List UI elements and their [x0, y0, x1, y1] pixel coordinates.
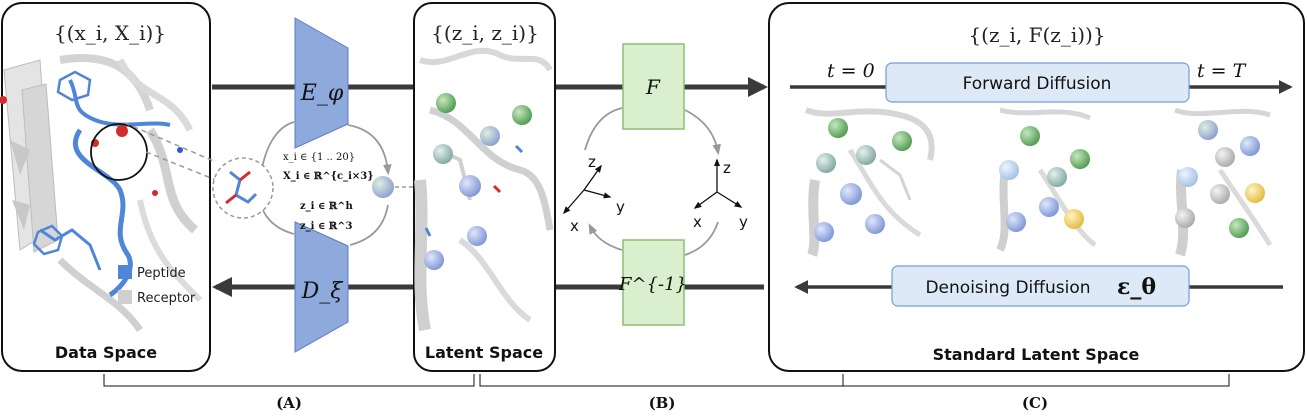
axis-right-y: y	[739, 213, 748, 231]
forward-diffusion-box	[885, 62, 1190, 103]
bracket-label-a: (A)	[276, 394, 302, 412]
cycle-line-4: z_i ∈ ℝ^3	[300, 221, 353, 232]
flow-inverse-label: F^{-1}	[618, 274, 687, 295]
cycle-line-3: z_i ∈ ℝ^h	[300, 201, 354, 212]
latent-bead-6	[467, 226, 487, 246]
data-space-panel	[0, 2, 217, 372]
diffusion-snapshot-2	[996, 107, 1097, 252]
cycle-b-arrows	[584, 107, 721, 256]
latent-bead	[372, 176, 394, 198]
encoder-trapezoid	[294, 17, 349, 149]
epsilon-theta-label: ε_θ	[1117, 274, 1156, 300]
latent-space-title: Latent Space	[425, 343, 543, 362]
legend-swatch-peptide	[118, 265, 132, 279]
forward-diffusion-label: Forward Diffusion	[963, 74, 1112, 94]
standard-latent-set-label: {(z_i, F(z_i))}	[968, 23, 1105, 47]
diffusion-snapshot-1	[804, 107, 935, 257]
denoising-diffusion-box	[891, 265, 1190, 307]
encoder-label: E_φ	[300, 81, 344, 106]
cycle-line-1: x_i ∈ {1 .. 20}	[283, 152, 355, 163]
cycle-line-2: X_i ∈ ℝ^{c_i×3}	[283, 171, 374, 182]
legend-label-peptide: Peptide	[137, 266, 186, 281]
axes-left	[562, 164, 612, 215]
latent-space-panel	[413, 2, 556, 372]
latent-bead-2	[512, 105, 532, 125]
legend-label-receptor: Receptor	[137, 291, 196, 306]
data-space-structure	[0, 54, 217, 332]
denoising-diffusion-label: Denoising Diffusion	[925, 278, 1090, 298]
t-start-label: t = 0	[827, 60, 875, 82]
axes-right	[693, 158, 743, 209]
latent-bead-3	[480, 126, 500, 146]
latent-bead-7	[424, 250, 444, 270]
flow-inverse-box	[622, 239, 685, 326]
residue-zoom-circle	[212, 157, 274, 219]
data-space-title: Data Space	[55, 343, 157, 362]
flow-forward-label: F	[645, 75, 661, 99]
axis-left-z: z	[588, 153, 596, 171]
axis-right-x: x	[693, 213, 702, 231]
axis-left-x: x	[570, 217, 579, 235]
legend	[118, 265, 132, 304]
decoder-trapezoid	[294, 221, 349, 353]
t-end-label: t = T	[1197, 60, 1247, 82]
standard-latent-title: Standard Latent Space	[933, 345, 1140, 364]
diffusion-snapshot-3	[1174, 107, 1273, 257]
latent-bead-1	[436, 93, 456, 113]
standard-latent-panel	[768, 2, 1305, 372]
flow-forward-box	[622, 43, 685, 130]
bracket-label-c: (C)	[1022, 394, 1048, 412]
legend-swatch-receptor	[118, 290, 132, 304]
bracket-lines	[103, 374, 1230, 387]
data-space-set-label: {(x_i, X_i)}	[54, 21, 166, 45]
cycle-a-arrows	[256, 121, 392, 246]
bracket-label-b: (B)	[649, 394, 676, 412]
axis-right-z: z	[723, 159, 731, 177]
axis-left-y: y	[616, 198, 625, 216]
latent-bead-4	[433, 144, 453, 164]
latent-space-set-label: {(z_i, z_i)}	[431, 21, 539, 45]
latent-bead-5	[459, 175, 481, 197]
decoder-label: D_ξ	[301, 279, 345, 304]
